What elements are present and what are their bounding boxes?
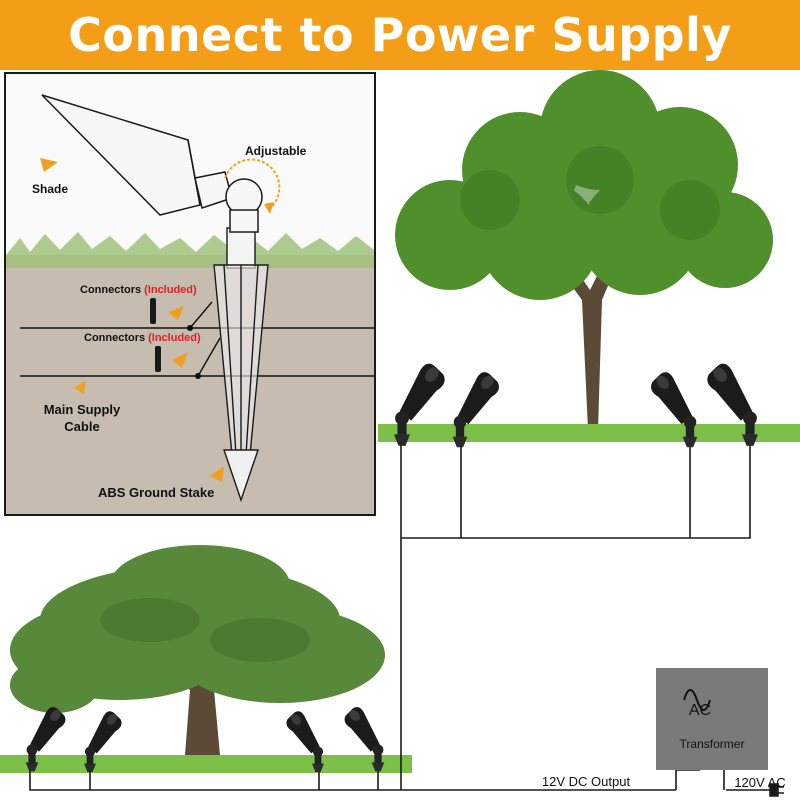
- lawn-right: [378, 424, 800, 442]
- output-label: 12V DC Output: [542, 774, 631, 789]
- label-included-1: (Included): [144, 284, 197, 296]
- label-shade: Shade: [32, 182, 68, 196]
- ground-stake-drawing: [213, 227, 269, 503]
- connector-icon: [150, 298, 161, 372]
- transformer-label: Transformer: [680, 737, 745, 751]
- wiring: [29, 440, 770, 791]
- tree-icon: [10, 545, 385, 755]
- transformer-box: AC Transformer: [656, 668, 768, 770]
- page-title: Connect to Power Supply: [68, 8, 732, 62]
- label-connectors-2: Connectors: [84, 332, 145, 344]
- tree-icon: [395, 70, 773, 430]
- input-label: 120V AC: [734, 775, 785, 790]
- label-main-supply-cable: Cable: [64, 419, 99, 434]
- lamp-shade-drawing: [41, 94, 263, 233]
- sine-wave-icon: [683, 689, 711, 711]
- adjustable-arc: [224, 158, 281, 211]
- svg-text:Connectors(Included): Connectors(Included): [84, 332, 201, 344]
- transformer-ac-label: AC: [689, 702, 711, 719]
- detail-panel: Adjustable Shade Connectors(Included) Co…: [4, 72, 376, 516]
- label-main-supply: Main Supply: [44, 402, 121, 417]
- svg-text:Connectors(Included): Connectors(Included): [80, 284, 197, 296]
- plug-icon: [769, 783, 784, 797]
- direction-arrow-icon: [40, 158, 224, 482]
- label-connectors-1: Connectors: [80, 284, 141, 296]
- label-ground-stake: ABS Ground Stake: [98, 485, 214, 500]
- lawn-left: [0, 755, 412, 773]
- label-included-2: (Included): [148, 332, 201, 344]
- title-banner: Connect to Power Supply: [0, 0, 800, 70]
- label-adjustable: Adjustable: [245, 144, 307, 158]
